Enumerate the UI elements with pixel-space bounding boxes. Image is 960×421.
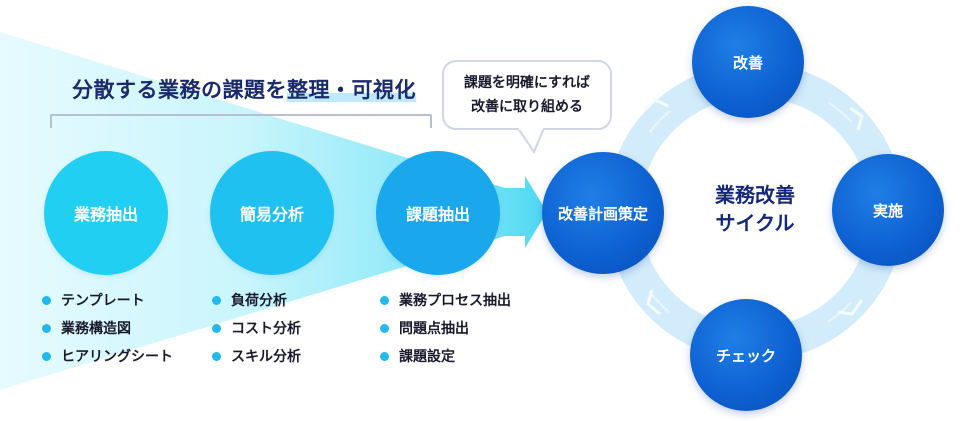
cycle-node-label: 改善 bbox=[732, 53, 763, 72]
list-item: テンプレート bbox=[42, 286, 173, 314]
bullet-icon bbox=[212, 323, 221, 333]
title-main: 分散する業務の課題を bbox=[72, 78, 287, 102]
cycle-node-label: 改善計画策定 bbox=[557, 204, 648, 223]
bullet-icon bbox=[42, 351, 51, 361]
list-item: 問題点抽出 bbox=[380, 314, 511, 342]
cycle-node-label: チェック bbox=[715, 346, 776, 365]
list-item: スキル分析 bbox=[212, 342, 301, 370]
bullet-icon bbox=[212, 295, 221, 305]
bullet-icon bbox=[380, 351, 389, 361]
bubble-line: 改善に取り組める bbox=[471, 99, 583, 115]
bullet-icon bbox=[42, 323, 51, 333]
section-title: 分散する業務の課題を整理・可視化 bbox=[72, 74, 416, 104]
list-item: 業務構造図 bbox=[42, 314, 173, 342]
ring-chevron-icon bbox=[837, 299, 864, 316]
bullet-icon bbox=[212, 351, 221, 361]
list-item: 課題設定 bbox=[380, 342, 511, 370]
step-simple-analysis: 簡易分析 bbox=[210, 151, 334, 275]
list-item: 業務プロセス抽出 bbox=[380, 286, 511, 314]
list-item: コスト分析 bbox=[212, 314, 301, 342]
title-highlight: 整理・可視化 bbox=[287, 78, 416, 102]
ring-chevron-icon bbox=[646, 289, 661, 316]
cycle-node-improve: 改善 bbox=[692, 6, 804, 118]
cycle-center-line: 業務改善 bbox=[715, 183, 795, 207]
step-issue-extraction: 課題抽出 bbox=[376, 151, 500, 275]
cycle-node-plan: 改善計画策定 bbox=[542, 152, 664, 274]
list-item: ヒアリングシート bbox=[42, 342, 173, 370]
step-label: 課題抽出 bbox=[405, 205, 470, 224]
step-label: 業務抽出 bbox=[73, 205, 138, 224]
cycle-node-execute: 実施 bbox=[832, 154, 944, 266]
bubble-tail bbox=[517, 127, 545, 155]
ring-chevron-icon bbox=[643, 98, 669, 112]
bubble-line: 課題を明確にすれば bbox=[463, 75, 591, 91]
list-item: 負荷分析 bbox=[212, 286, 301, 314]
cycle-center-line: サイクル bbox=[715, 211, 795, 235]
list-simple-analysis: 負荷分析 コスト分析 スキル分析 bbox=[212, 286, 301, 370]
step-business-extraction: 業務抽出 bbox=[44, 151, 168, 275]
step-label: 簡易分析 bbox=[239, 205, 304, 224]
title-bracket bbox=[50, 114, 432, 128]
list-issue-extraction: 業務プロセス抽出 問題点抽出 課題設定 bbox=[380, 286, 511, 370]
list-business-extraction: テンプレート 業務構造図 ヒアリングシート bbox=[42, 286, 173, 370]
bullet-icon bbox=[380, 323, 389, 333]
cycle-node-label: 実施 bbox=[872, 201, 903, 220]
ring-chevron-icon bbox=[849, 106, 864, 131]
bullet-icon bbox=[42, 295, 51, 305]
cycle-center-label: 業務改善 サイクル bbox=[690, 181, 820, 237]
cycle-node-check: チェック bbox=[690, 299, 802, 411]
speech-bubble: 課題を明確にすれば 改善に取り組める bbox=[442, 60, 612, 130]
bullet-icon bbox=[380, 295, 389, 305]
